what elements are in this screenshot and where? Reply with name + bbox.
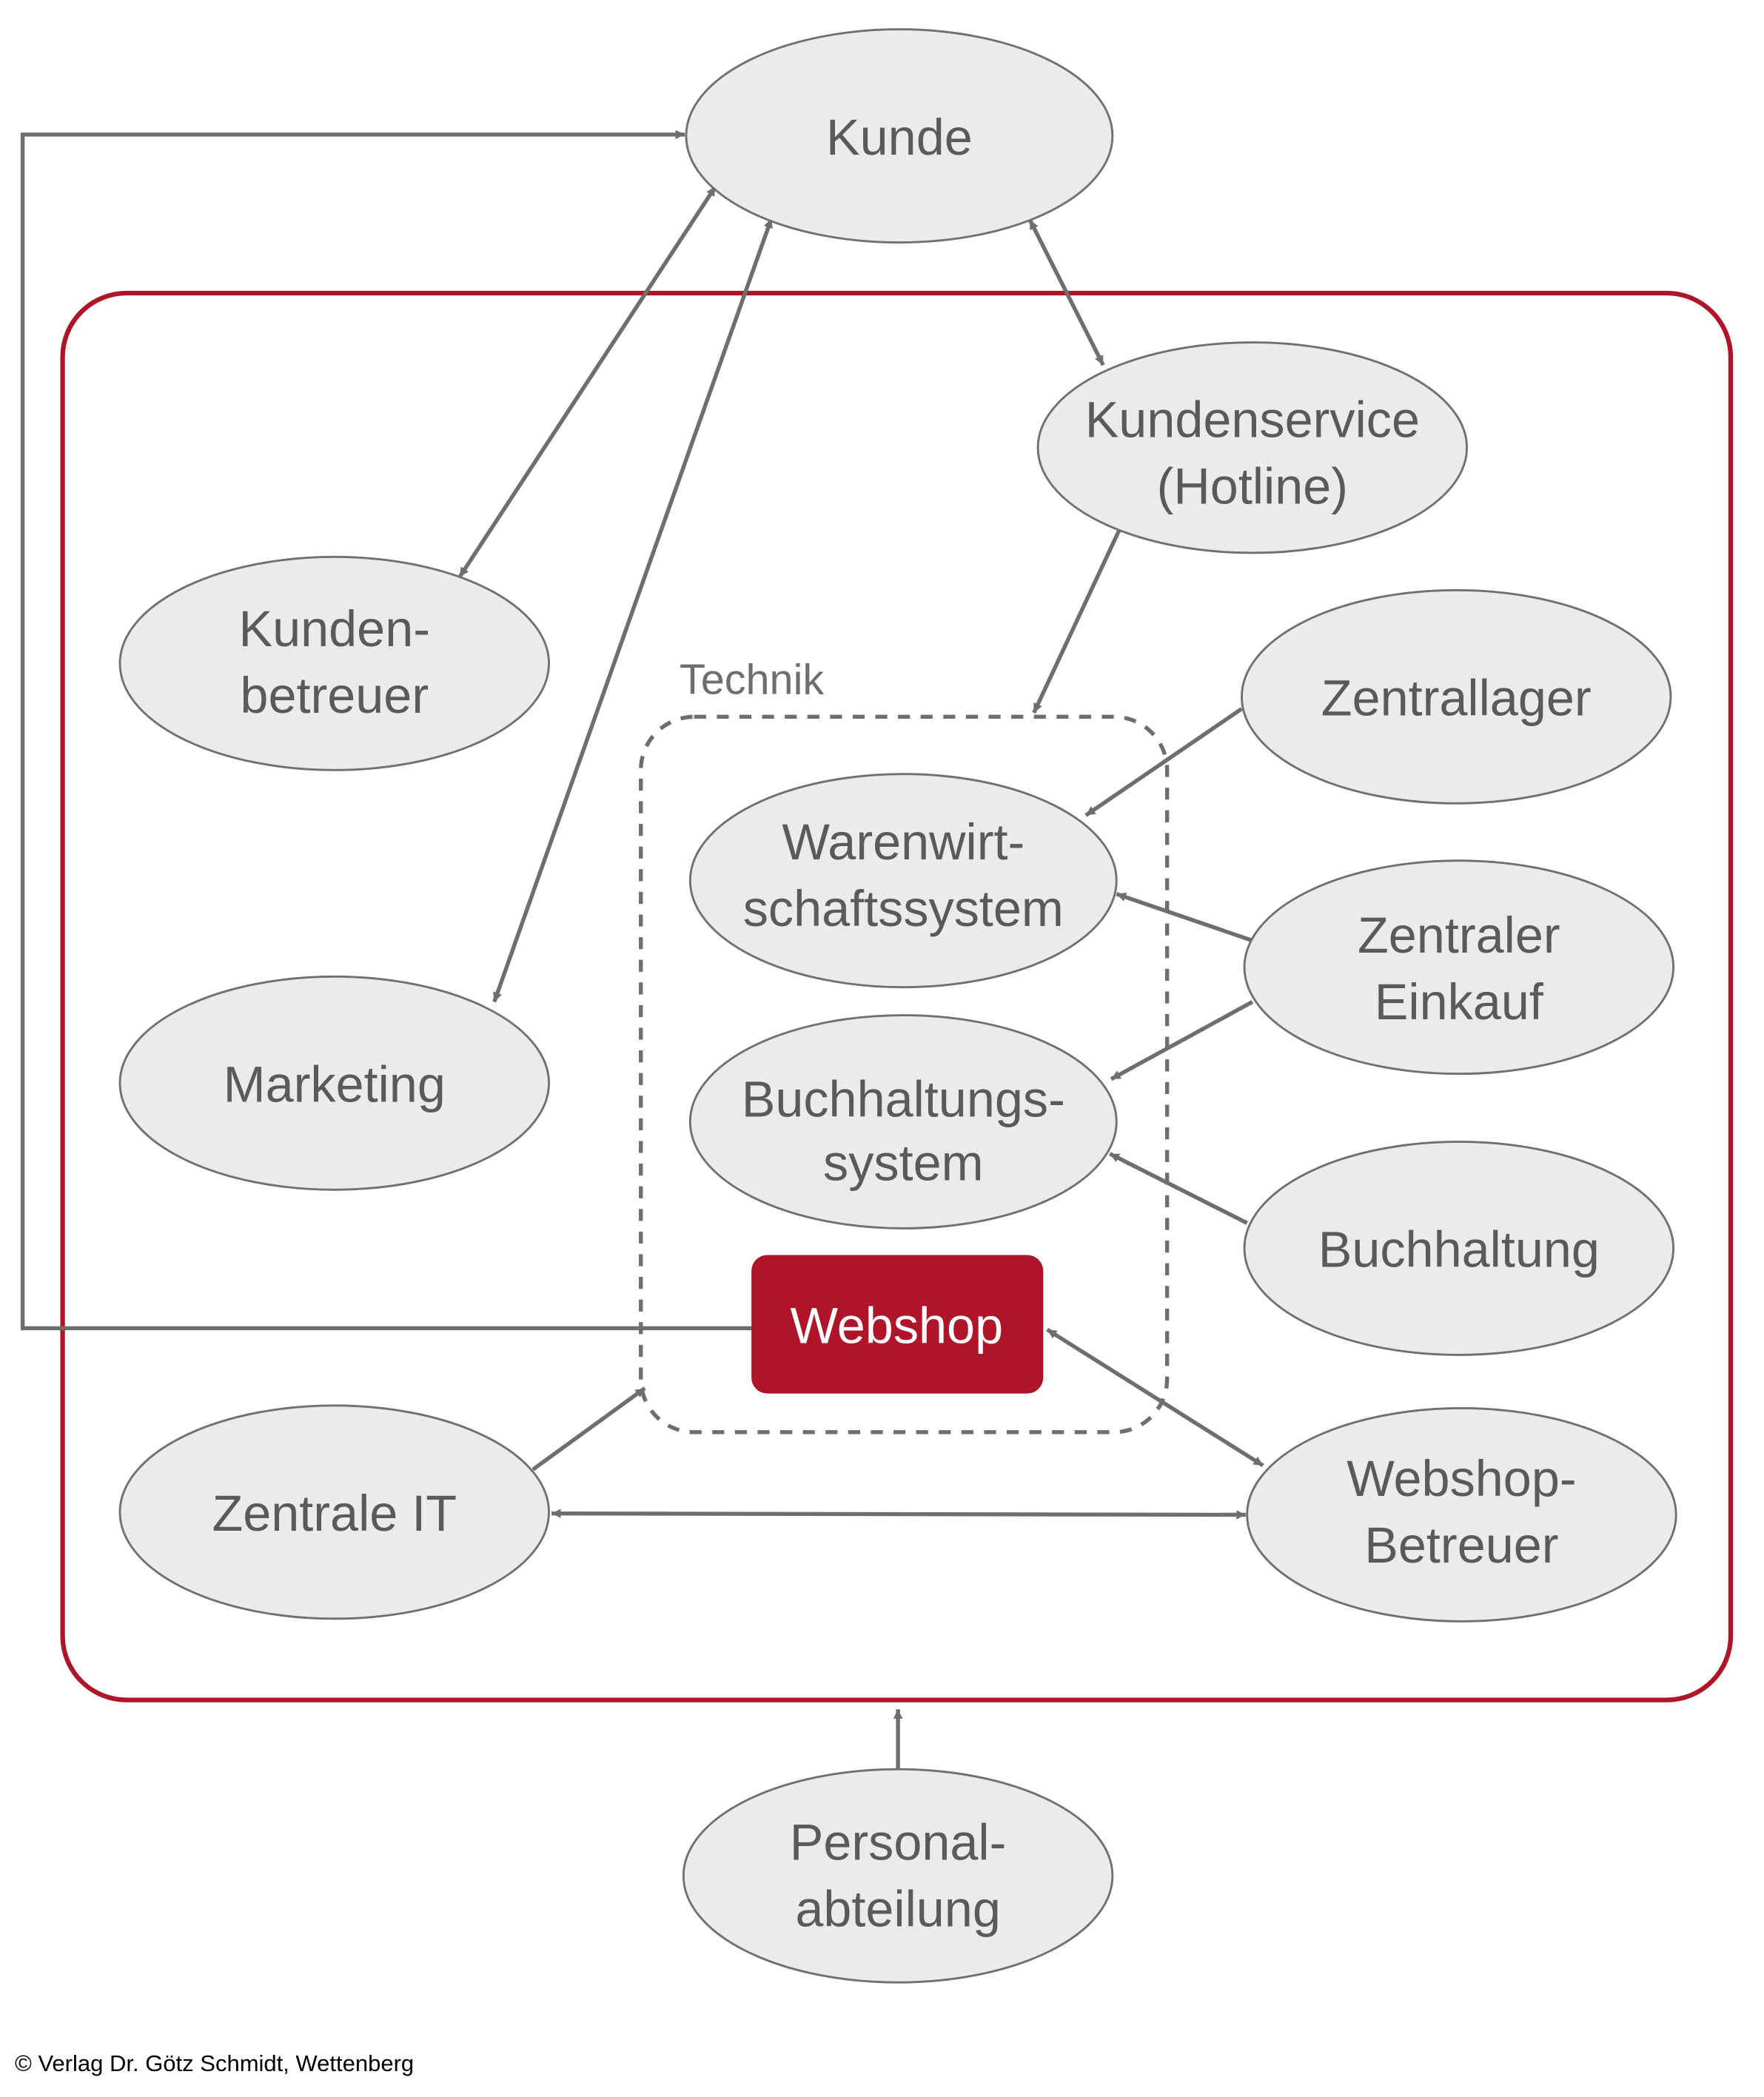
edge-kunde-to-kundenservice xyxy=(1027,218,1105,366)
edge-buchhaltung-to-buchhaltungssystem xyxy=(1109,1152,1248,1225)
node-label: abteilung xyxy=(795,1882,1001,1938)
organisation-frame xyxy=(60,290,1734,1702)
node-label: (Hotline) xyxy=(1157,458,1348,514)
node-label: system xyxy=(823,1135,984,1192)
technik-label: Technik xyxy=(680,657,824,704)
edge-zentraler-einkauf-to-buchhaltungssystem xyxy=(1110,1000,1254,1081)
node-label: Warenwirt- xyxy=(782,814,1024,870)
node-buchhaltungssystem[interactable]: Buchhaltungs- system xyxy=(688,1014,1118,1229)
node-marketing[interactable]: Marketing xyxy=(118,975,550,1191)
node-zentraler-einkauf[interactable]: Zentraler Einkauf xyxy=(1243,859,1675,1076)
edge-kundenbetreuer-to-kunde xyxy=(457,185,717,578)
node-webshop-betreuer[interactable]: Webshop- Betreuer xyxy=(1246,1407,1677,1623)
node-buchhaltung[interactable]: Buchhaltung xyxy=(1243,1141,1675,1356)
edge-marketing-to-kunde xyxy=(492,218,774,1003)
node-zentrallager[interactable]: Zentrallager xyxy=(1241,588,1672,805)
node-label: Zentraler xyxy=(1358,907,1560,964)
node-personalabteilung[interactable]: Personal- abteilung xyxy=(682,1768,1114,1984)
node-label: Zentrale IT xyxy=(212,1486,457,1542)
node-kundenbetreuer[interactable]: Kunden- betreuer xyxy=(118,555,550,771)
copyright-notice: © Verlag Dr. Götz Schmidt, Wettenberg xyxy=(15,2050,415,2076)
node-label: Betreuer xyxy=(1364,1517,1558,1574)
technik-group-frame xyxy=(639,714,1170,1435)
edge-zentrale-it-to-technik xyxy=(531,1386,646,1472)
node-warenwirtschaftssystem[interactable]: Warenwirt- schaftssystem xyxy=(688,773,1118,989)
node-label: Marketing xyxy=(224,1056,446,1113)
node-label: Webshop xyxy=(790,1298,1003,1354)
edge-zentrale-it-to-webshop-betreuer xyxy=(551,1509,1246,1520)
node-label: schaftssystem xyxy=(743,881,1064,937)
node-kundenservice[interactable]: Kundenservice (Hotline) xyxy=(1036,341,1469,554)
node-label: Buchhaltung xyxy=(1318,1222,1600,1278)
edges-layer xyxy=(20,130,1264,1770)
edge-zentrallager-to-warenwirtschaft xyxy=(1084,707,1243,817)
node-label: betreuer xyxy=(240,668,429,724)
node-label: Kundenservice xyxy=(1085,392,1420,448)
node-label: Buchhaltungs- xyxy=(742,1071,1065,1127)
node-label: Zentrallager xyxy=(1321,671,1592,727)
edge-webshop-to-kunde xyxy=(20,130,752,1331)
node-label: Kunde xyxy=(826,110,973,166)
node-kunde[interactable]: Kunde xyxy=(685,28,1114,244)
edge-kundenservice-to-technik xyxy=(1032,529,1121,714)
node-label: Kunden- xyxy=(239,601,431,657)
node-webshop[interactable]: Webshop xyxy=(751,1255,1044,1394)
edge-zentraler-einkauf-to-warenwirtschaft xyxy=(1116,892,1253,943)
node-label: Einkauf xyxy=(1375,974,1544,1030)
node-label: Personal- xyxy=(790,1815,1007,1871)
edge-webshop-to-webshop-betreuer xyxy=(1046,1327,1264,1468)
node-zentrale-it[interactable]: Zentrale IT xyxy=(118,1404,550,1620)
node-label: Webshop- xyxy=(1347,1451,1576,1507)
